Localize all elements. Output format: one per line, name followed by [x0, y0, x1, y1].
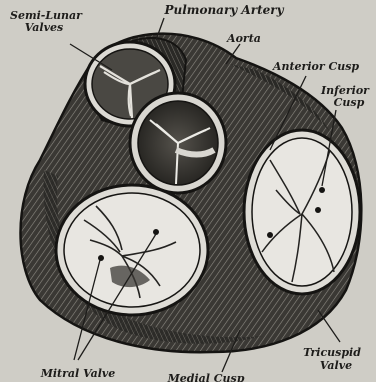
tricuspid-valve-label-line1: Tricuspid	[303, 346, 361, 359]
anterior-cusp-label: Anterior Cusp	[272, 60, 359, 73]
aorta-label: Aorta	[226, 32, 261, 45]
medial-cusp-label: Medial Cusp	[167, 372, 245, 382]
inferior-cusp-label-line2: Cusp	[334, 96, 365, 109]
aorta-ring	[130, 93, 226, 193]
pulmonary-artery-label: Pulmonary Artery	[163, 3, 284, 17]
inferior-cusp-label: Inferior Cusp	[320, 84, 370, 109]
mitral-valve-ring	[56, 185, 208, 315]
tricuspid-valve-label: Tricuspid Valve	[303, 346, 361, 372]
mitral-valve-label: Mitral Valve	[40, 367, 116, 380]
tricuspid-valve-label-line2: Valve	[320, 359, 352, 372]
semilunar-valves-label: Semi-Lunar Valves	[10, 9, 83, 34]
semilunar-valves-label-line2: Valves	[25, 21, 63, 34]
tricuspid-valve-ring	[244, 130, 360, 294]
